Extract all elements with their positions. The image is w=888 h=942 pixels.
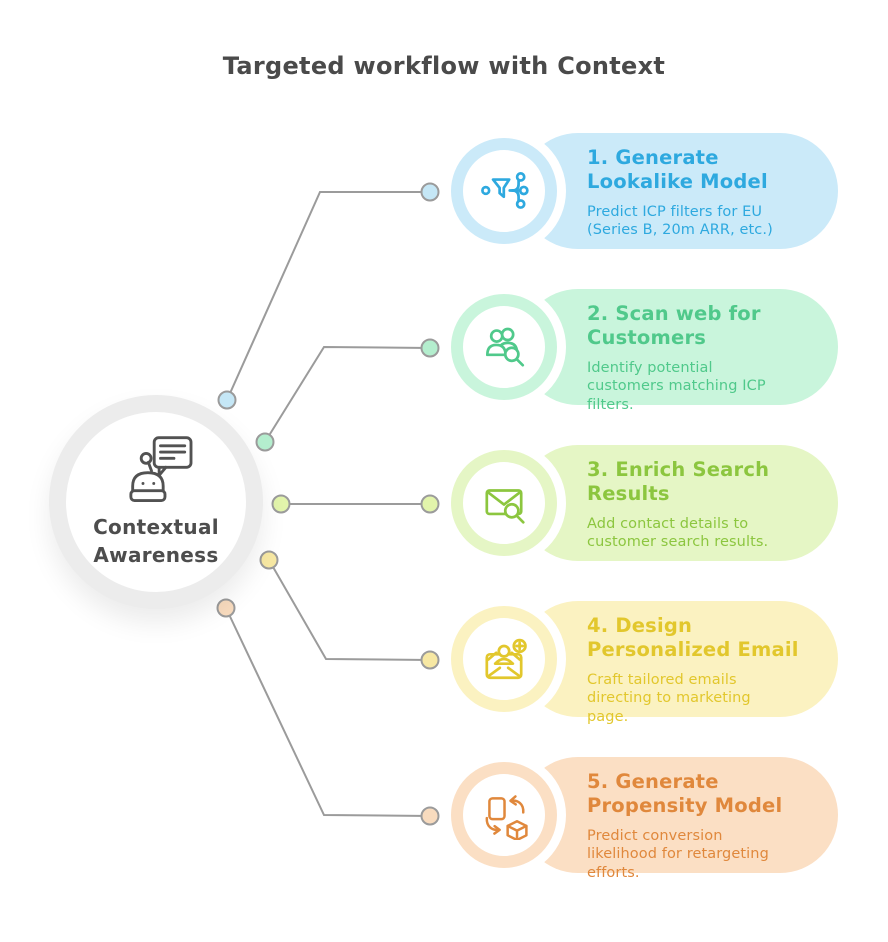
connector-line-step-1 (226, 191, 430, 401)
center-dot-step-1 (217, 390, 237, 410)
card-dot-step-3 (420, 494, 440, 514)
card-dot-step-2 (420, 338, 440, 358)
center-dot-step-5 (216, 598, 236, 618)
step-icon-circle-5 (451, 762, 557, 868)
central-node: Contextual Awareness (49, 395, 263, 609)
step-title-5: 5. Generate Propensity Model (587, 770, 783, 817)
step-card-5: 5. Generate Propensity Model Predict con… (447, 757, 838, 881)
step-card-4: 4. Design Personalized Email Craft tailo… (447, 601, 838, 725)
center-dot-step-2 (255, 432, 275, 452)
page-title: Targeted workflow with Context (222, 52, 666, 80)
connector-line-step-5 (225, 607, 431, 817)
step-pill-2 (520, 289, 838, 405)
step-text-3: 3. Enrich Search Results Add contact det… (587, 458, 831, 552)
step-card-3: 3. Enrich Search Results Add contact det… (447, 445, 838, 561)
connector-dots (216, 182, 440, 826)
step-icon-circle-1 (451, 138, 557, 244)
card-dot-step-4 (420, 650, 440, 670)
people-search-icon (485, 327, 525, 367)
step-description-5: Predict conversion likelihood for retarg… (587, 827, 769, 882)
mail-search-icon (485, 489, 525, 524)
center-dot-step-3 (271, 494, 291, 514)
email-person-add-icon (485, 638, 527, 680)
connector-line-step-4 (268, 559, 431, 661)
step-icon-circle-4 (451, 606, 557, 712)
step-pill-3 (520, 445, 838, 561)
step-description-3: Add contact details to customer search r… (587, 515, 769, 551)
step-text-1: 1. Generate Lookalike Model Predict ICP … (587, 146, 831, 240)
step-text-2: 2. Scan web for Customers Identify poten… (587, 302, 831, 415)
funnel-branch-icon (481, 172, 529, 209)
step-title-3: 3. Enrich Search Results (587, 458, 770, 505)
connector-line-step-2 (264, 345, 431, 443)
central-label: Contextual Awareness (93, 515, 219, 567)
step-pill-4 (520, 601, 838, 717)
step-card-2: 2. Scan web for Customers Identify poten… (447, 289, 838, 413)
step-pill-1 (520, 133, 838, 249)
step-title-1: 1. Generate Lookalike Model (587, 146, 768, 193)
card-dot-step-5 (420, 806, 440, 826)
step-pill-5 (520, 757, 838, 873)
step-description-2: Identify potential customers matching IC… (587, 359, 766, 414)
step-description-1: Predict ICP filters for EU (Series B, 20… (587, 203, 773, 239)
center-dot-step-4 (259, 550, 279, 570)
step-text-4: 4. Design Personalized Email Craft tailo… (587, 614, 831, 727)
step-card-1: 1. Generate Lookalike Model Predict ICP … (447, 133, 838, 249)
document-transform-icon (485, 795, 528, 840)
card-dot-step-1 (420, 182, 440, 202)
robot-chat-icon (129, 436, 193, 502)
step-description-4: Craft tailored emails directing to marke… (587, 671, 751, 726)
step-text-5: 5. Generate Propensity Model Predict con… (587, 770, 831, 883)
step-title-4: 4. Design Personalized Email (587, 614, 799, 661)
connector-lines (225, 191, 431, 817)
step-icon-circle-3 (451, 450, 557, 556)
step-icon-circle-2 (451, 294, 557, 400)
step-title-2: 2. Scan web for Customers (587, 302, 761, 349)
